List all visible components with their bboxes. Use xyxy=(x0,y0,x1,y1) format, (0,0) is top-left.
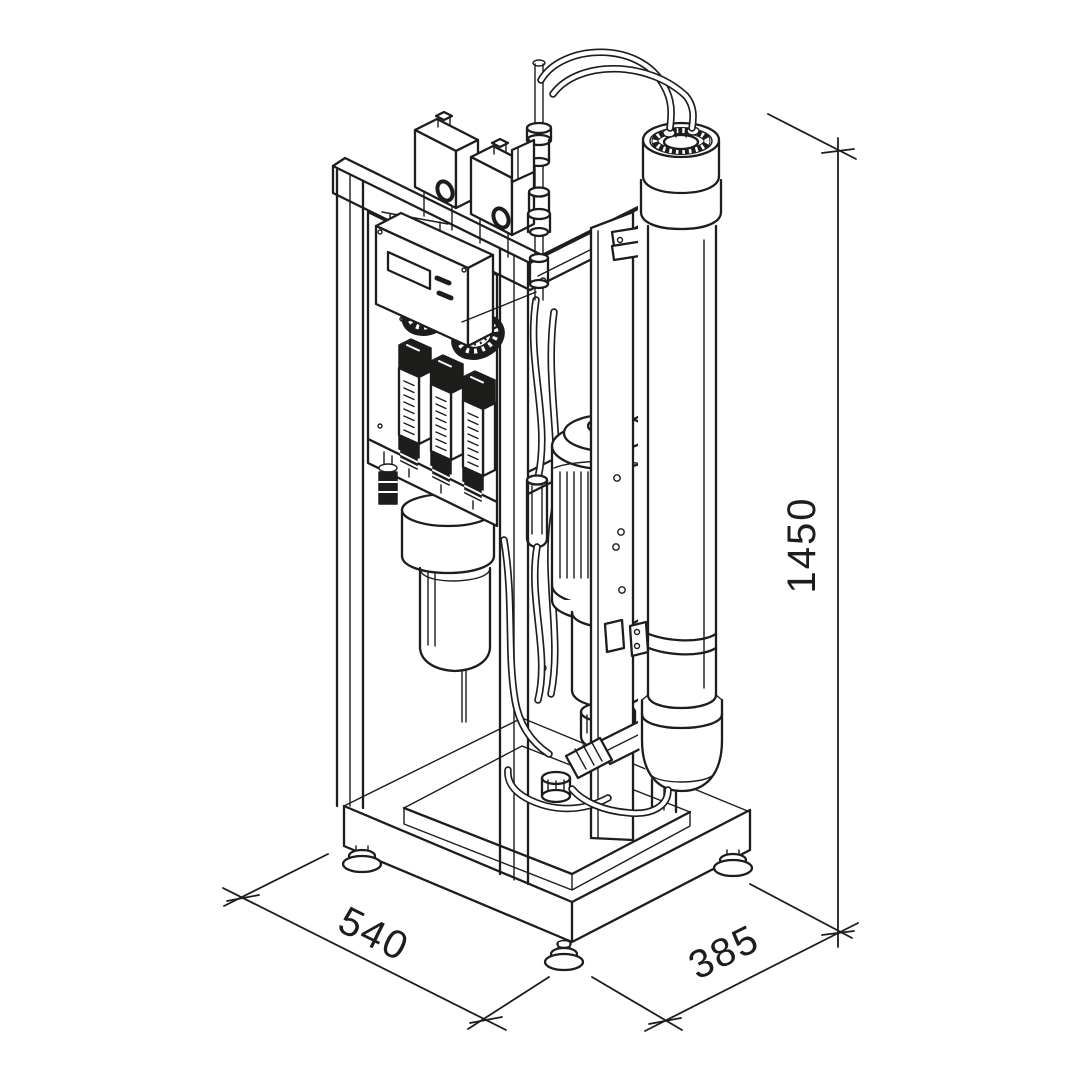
prefilter-housing xyxy=(400,492,496,723)
controller-display xyxy=(386,250,432,291)
inlet-barb-fitting xyxy=(378,451,398,505)
flow-meter-1 xyxy=(397,338,433,478)
solenoid-valve-box xyxy=(413,110,480,231)
foot-front xyxy=(543,939,585,972)
rear-post xyxy=(589,210,635,842)
solenoid-valves xyxy=(413,110,536,259)
flow-meters xyxy=(397,338,497,510)
tubing-top xyxy=(537,48,697,132)
dimension-width: 540 xyxy=(222,853,550,1031)
lower-union-fitting xyxy=(540,770,572,804)
foot-right xyxy=(712,849,754,878)
flow-meter-3 xyxy=(461,370,497,510)
dimension-depth-label: 385 xyxy=(682,916,767,988)
controller-box xyxy=(374,211,495,348)
check-valve-column xyxy=(510,59,553,301)
membrane-housing xyxy=(568,117,724,817)
foot-left xyxy=(341,845,383,874)
dimension-height-label: 1450 xyxy=(780,497,824,594)
base-skid xyxy=(342,745,752,944)
dimension-height: 1450 xyxy=(767,113,857,948)
leveling-feet xyxy=(341,845,754,972)
dimension-width-label: 540 xyxy=(331,898,416,970)
dimension-depth: 385 xyxy=(591,883,859,1032)
